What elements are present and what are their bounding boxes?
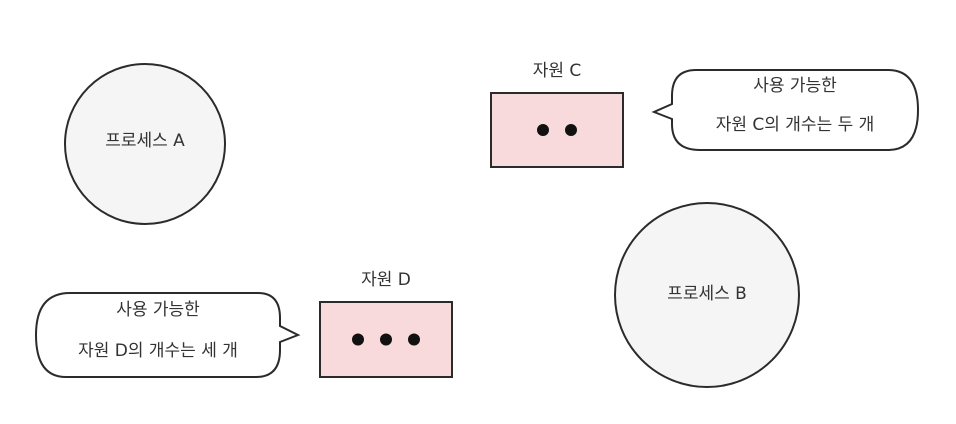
- resource-d-note-line1: 사용 가능한: [116, 300, 200, 320]
- resource-c-instance-dot: [537, 124, 549, 136]
- resource-d-instance-dot: [380, 333, 392, 346]
- resource-d-instance-dot: [352, 333, 364, 346]
- resource-d-note-bubble: [34, 292, 301, 378]
- resource-c-note-line2: 자원 C의 개수는 두 개: [715, 115, 875, 135]
- resource-c-instances: [537, 124, 577, 136]
- resource-d-instance-dot: [408, 333, 420, 346]
- resource-c-note-bubble: [651, 69, 920, 151]
- resource-c-box: [490, 92, 624, 168]
- resource-c-instance-dot: [565, 124, 577, 136]
- resource-c-note-line1: 사용 가능한: [753, 76, 837, 96]
- process-b-circle: [614, 202, 800, 388]
- resource-c-title: 자원 C: [532, 61, 582, 81]
- process-a-circle: [64, 63, 226, 225]
- process-b-label: 프로세스 B: [667, 284, 747, 304]
- process-a-label: 프로세스 A: [105, 131, 185, 151]
- resource-d-note-line2: 자원 D의 개수는 세 개: [78, 341, 238, 361]
- resource-d-instances: [352, 333, 420, 346]
- resource-d-title: 자원 D: [361, 270, 411, 290]
